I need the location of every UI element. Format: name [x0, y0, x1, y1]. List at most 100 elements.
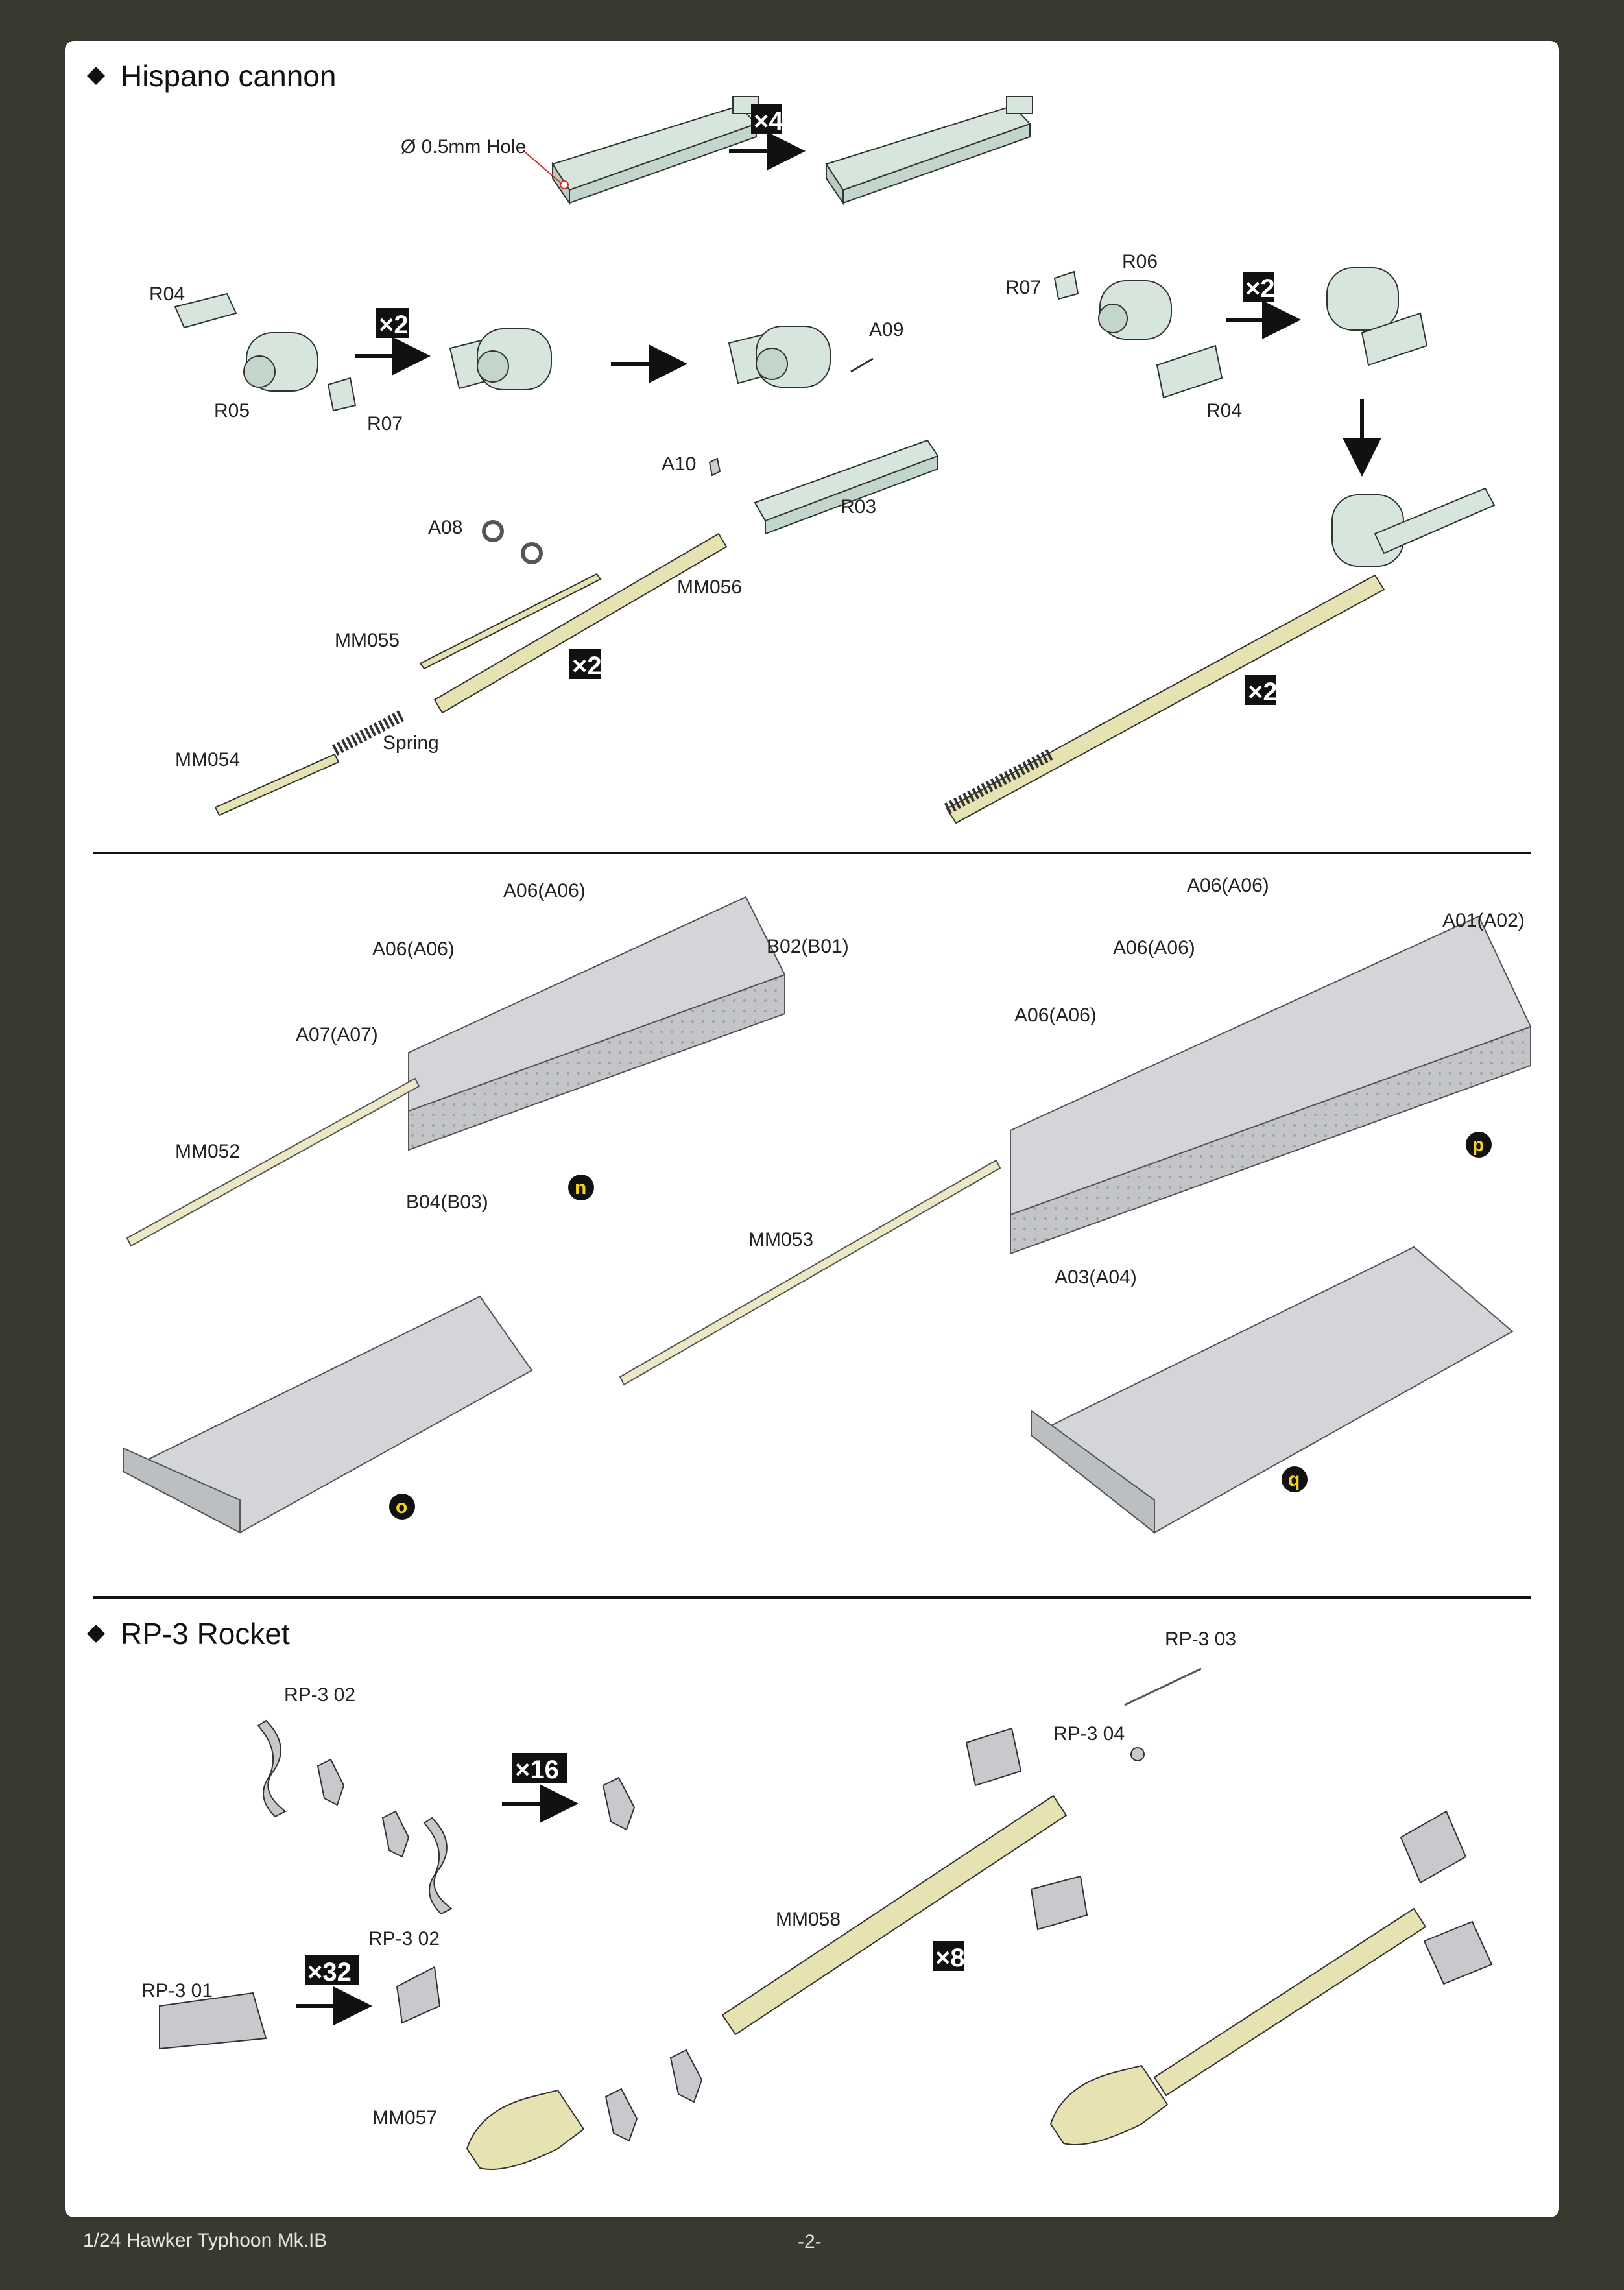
- part-mm057-drawing: [466, 2089, 585, 2170]
- label-r03: R03: [841, 496, 876, 518]
- spring-drawing: [331, 710, 405, 756]
- magazine-assembled-drawing: [449, 328, 552, 390]
- label-a06-e: A06(A06): [1014, 1005, 1097, 1026]
- marker-p-label: p: [1472, 1134, 1484, 1156]
- label-r06: R06: [1122, 251, 1158, 272]
- part-a08-drawing: [521, 542, 543, 564]
- label-a06-c: A06(A06): [1187, 875, 1269, 896]
- part-r07-drawing: [327, 377, 357, 412]
- part-a09-drawing: [850, 357, 874, 373]
- label-mm054: MM054: [175, 749, 240, 770]
- assembly-diagram: Hispano cannon Ø 0.5mm Hole ×4 R04 R05: [87, 59, 1532, 2170]
- label-rp301: RP-3 01: [141, 1980, 213, 2001]
- label-hole: Ø 0.5mm Hole: [401, 136, 526, 158]
- rocket-complete-drawing: [1049, 1810, 1493, 2145]
- multiplier-badge: [751, 104, 782, 134]
- label-r05: R05: [214, 400, 250, 422]
- part-rp304-drawing: [1130, 1747, 1145, 1761]
- fin-drawing: [1030, 1875, 1088, 1931]
- rocket-section: RP-3 Rocket RP-3 02 RP-3 02 ×16 RP-3 01 …: [87, 1617, 1493, 2170]
- label-a09: A09: [869, 319, 903, 340]
- marker-n-label: n: [575, 1177, 586, 1199]
- label-mm056: MM056: [677, 577, 742, 598]
- label-a06-b: A06(A06): [372, 938, 455, 960]
- part-a10-drawing: [708, 457, 721, 477]
- part-mm052-drawing: [126, 1077, 420, 1247]
- part-a08-drawing: [482, 520, 504, 542]
- bay-o-drawing: [121, 1295, 533, 1534]
- multiplier-badge: [1245, 675, 1276, 705]
- label-mm053: MM053: [748, 1229, 813, 1250]
- diamond-bullet-icon: [87, 67, 105, 85]
- rocket-clip-drawing: [316, 1758, 345, 1806]
- multiplier-x2-c: ×2: [1245, 274, 1275, 303]
- part-r04-drawing: [174, 292, 237, 329]
- label-r04: R04: [149, 283, 185, 305]
- diamond-bullet-icon: [87, 1625, 105, 1643]
- instruction-sheet: Hispano cannon Ø 0.5mm Hole ×4 R04 R05: [65, 41, 1559, 2217]
- label-rp302-a: RP-3 02: [284, 1684, 355, 1706]
- footer-title: 1/24 Hawker Typhoon Mk.IB: [83, 2230, 328, 2251]
- part-mm055-drawing: [419, 573, 602, 670]
- cannon-body-drilled-drawing: [825, 96, 1033, 206]
- magazine-on-body-drawing: [728, 326, 939, 535]
- label-a06-a: A06(A06): [503, 880, 586, 901]
- cannon-body-drawing: [551, 96, 759, 206]
- part-rp302-drawing: [257, 1719, 287, 1818]
- multiplier-badge: [1243, 272, 1274, 302]
- hispano-section: Hispano cannon Ø 0.5mm Hole ×4 R04 R05: [87, 59, 1496, 824]
- marker-p: [1466, 1132, 1492, 1158]
- multiplier-badge: [569, 649, 601, 679]
- rocket-clip-drawing: [604, 2088, 638, 2142]
- marker-q: [1282, 1466, 1308, 1492]
- section-title-hispano: Hispano cannon: [121, 59, 336, 93]
- label-rp303: RP-3 03: [1165, 1628, 1236, 1650]
- part-r04b-drawing: [1156, 344, 1223, 399]
- bay-q-drawing: [1030, 1246, 1514, 1534]
- multiplier-x2-b: ×2: [572, 652, 602, 680]
- part-mm056-drawing: [433, 532, 728, 714]
- multiplier-badge: [376, 308, 409, 338]
- label-rp302-b: RP-3 02: [368, 1928, 440, 1950]
- hole-leader-line: [525, 152, 562, 184]
- magazine-right-assembled-drawing: [1326, 267, 1428, 366]
- label-a03: A03(A04): [1055, 1267, 1137, 1288]
- bay-p-drawing: [1010, 915, 1532, 1255]
- marker-q-label: q: [1288, 1469, 1300, 1490]
- fin-folded-drawing: [396, 1966, 441, 2024]
- rocket-clip-assembled-drawing: [602, 1776, 636, 1831]
- multiplier-x2-d: ×2: [1248, 678, 1278, 706]
- marker-o: [389, 1494, 415, 1520]
- part-r06-drawing: [1098, 280, 1172, 340]
- part-mm054-drawing: [214, 753, 340, 817]
- marker-o-label: o: [396, 1496, 407, 1518]
- rocket-clip-drawing: [669, 2049, 703, 2103]
- label-b04: B04(B03): [406, 1191, 488, 1213]
- gun-bay-section: A06(A06) A06(A06) B02(B01) A07(A07) MM05…: [121, 875, 1532, 1534]
- multiplier-x2-a: ×2: [379, 311, 409, 339]
- marker-n: [568, 1175, 594, 1200]
- label-a01: A01(A02): [1442, 910, 1525, 931]
- label-mm052: MM052: [175, 1141, 240, 1162]
- part-rp301-drawing: [159, 1992, 267, 2050]
- fin-drawing: [965, 1727, 1022, 1787]
- part-rp303-drawing: [1124, 1667, 1202, 1706]
- multiplier-x4: ×4: [754, 107, 783, 136]
- label-mm057: MM057: [372, 2107, 437, 2129]
- multiplier-badge: [512, 1753, 567, 1783]
- label-a06-d: A06(A06): [1113, 937, 1195, 959]
- label-mm058: MM058: [776, 1909, 841, 1930]
- cannon-complete-drawing: [944, 487, 1496, 824]
- page-number: -2-: [798, 2231, 822, 2252]
- label-r04b: R04: [1206, 400, 1242, 422]
- multiplier-badge: [933, 1941, 964, 1971]
- bay-n-drawing: [408, 896, 786, 1151]
- part-mm058-drawing: [721, 1795, 1068, 2036]
- section-title-rocket: RP-3 Rocket: [121, 1617, 290, 1651]
- multiplier-x16: ×16: [515, 1756, 559, 1784]
- part-r05-drawing: [243, 332, 318, 392]
- part-rp302-drawing: [423, 1817, 453, 1915]
- label-a10: A10: [662, 453, 696, 475]
- label-spring: Spring: [383, 732, 439, 754]
- label-r07: R07: [367, 413, 403, 435]
